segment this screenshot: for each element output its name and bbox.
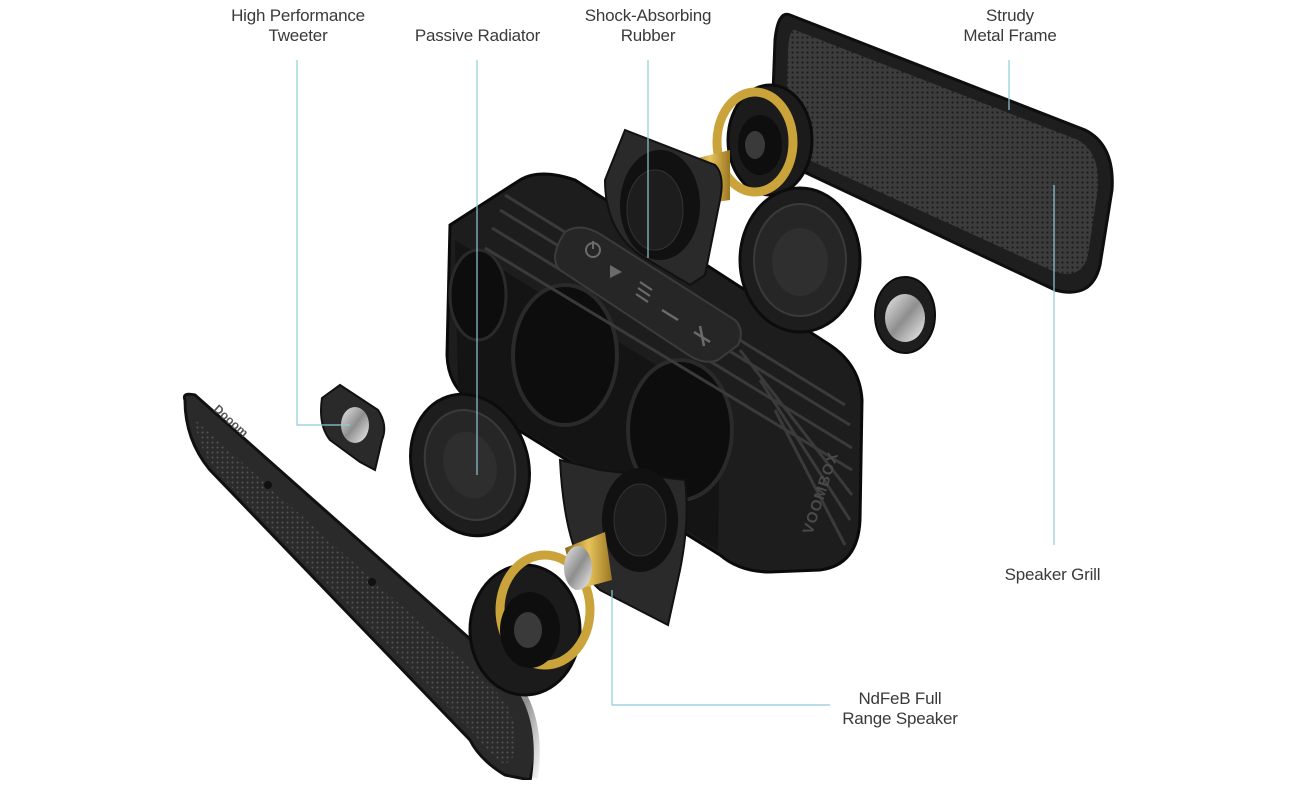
leader-lines <box>296 60 1055 706</box>
rear-tweeter <box>874 276 936 354</box>
speaker-body <box>445 172 864 574</box>
front-passive-radiator <box>409 392 531 538</box>
plus-icon[interactable] <box>693 325 711 347</box>
play-icon[interactable] <box>610 265 622 278</box>
label-shock-rubber: Shock-Absorbing Rubber <box>568 6 728 46</box>
leader-tweeter <box>296 60 350 426</box>
label-full-range-line2: Range Speaker <box>842 709 958 728</box>
label-metal-frame-line1: Strudy <box>986 6 1034 25</box>
label-tweeter-line1: High Performance <box>231 6 365 25</box>
label-full-range-line1: NdFeB Full <box>858 689 942 708</box>
label-speaker-grill-text: Speaker Grill <box>1004 565 1101 584</box>
label-metal-frame: Strudy Metal Frame <box>940 6 1080 46</box>
label-passive-radiator-text: Passive Radiator <box>414 26 541 45</box>
rear-passive-radiator <box>738 186 862 334</box>
minus-icon[interactable] <box>661 308 679 322</box>
leader-full-range <box>611 590 830 706</box>
label-speaker-grill: Speaker Grill <box>985 565 1120 585</box>
speaker-grill-part <box>183 392 540 782</box>
front-full-range-driver <box>468 532 612 697</box>
label-shock-rubber-line2: Rubber <box>620 26 676 45</box>
label-tweeter-line2: Tweeter <box>268 26 328 45</box>
label-shock-rubber-line1: Shock-Absorbing <box>584 6 712 25</box>
control-buttons <box>585 241 711 347</box>
label-metal-frame-line2: Metal Frame <box>963 26 1057 45</box>
label-tweeter: High Performance Tweeter <box>218 6 378 46</box>
front-tweeter <box>320 383 386 472</box>
label-passive-radiator: Passive Radiator <box>400 26 555 46</box>
shock-rubber-lower <box>558 458 688 627</box>
power-icon[interactable] <box>585 241 601 258</box>
label-full-range: NdFeB Full Range Speaker <box>830 689 970 729</box>
shock-rubber-upper <box>603 128 723 287</box>
metal-frame-part <box>770 12 1114 294</box>
menu-icon[interactable] <box>635 281 653 303</box>
